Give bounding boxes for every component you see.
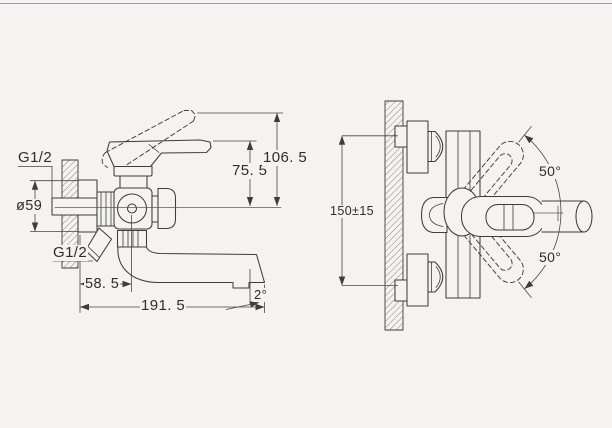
- handle-end-cap: [575, 200, 593, 233]
- label-angle-2: 2°: [253, 287, 269, 302]
- scan-border-line: [0, 3, 612, 4]
- valve-neck: [119, 175, 148, 190]
- label-height-75-5: 75. 5: [231, 162, 269, 179]
- swing-arc: [524, 134, 562, 290]
- spout: [117, 246, 266, 289]
- cap-nut-upper: [427, 130, 444, 163]
- label-thread-top: G1/2: [17, 149, 54, 166]
- cartridge-screw: [126, 203, 138, 214]
- label-thread-bottom: G1/2: [52, 244, 89, 261]
- mount-flange-lower: [406, 253, 429, 307]
- label-height-106-5: 106. 5: [262, 149, 309, 166]
- handle-grip-slot: [485, 203, 535, 231]
- spout-nut: [116, 229, 148, 248]
- dim-2deg: [225, 301, 260, 310]
- label-distance-150: 150±15: [329, 204, 376, 219]
- mount-flange-upper: [406, 120, 429, 174]
- handle-lever: [106, 139, 212, 168]
- label-reach-191-5: 191. 5: [140, 297, 187, 314]
- handle-plan: [460, 195, 593, 238]
- handle-lever-raised-dashed: [101, 110, 196, 168]
- leader-g12-top: [18, 166, 53, 198]
- side-view-drawing: [51, 110, 282, 289]
- shower-outlet: [84, 227, 113, 263]
- spout-boss: [420, 196, 448, 234]
- valve-body: [113, 187, 153, 230]
- label-offset-58-5: 58. 5: [84, 276, 121, 293]
- label-angle-50-upper: 50°: [538, 163, 563, 179]
- label-angle-50-lower: 50°: [538, 249, 563, 265]
- diverter-cap: [151, 187, 177, 230]
- supply-pipe: [51, 197, 98, 216]
- cap-nut-lower: [427, 261, 444, 293]
- inlet-nut: [96, 191, 117, 227]
- label-diameter-59: ø59: [15, 198, 44, 215]
- wall-section-top: [384, 100, 404, 331]
